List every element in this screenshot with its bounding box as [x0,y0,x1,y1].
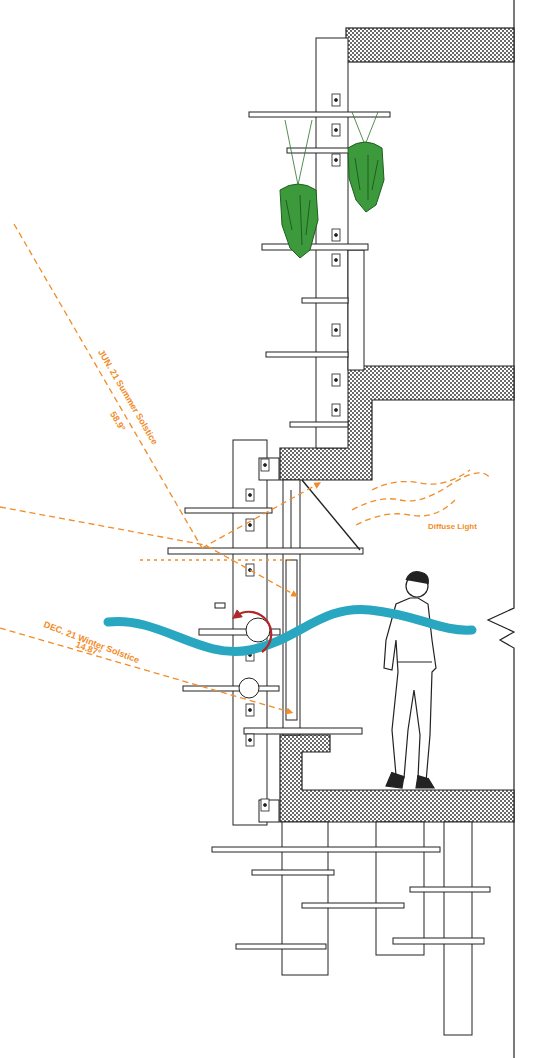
annotation-label: 58.9° [108,410,126,433]
bolt [264,804,267,807]
bolt-plate [332,229,340,241]
bolt-plate [246,564,254,576]
bolt [335,259,338,262]
annotation-label: Diffuse Light [428,523,477,531]
bolt-plate [332,404,340,416]
bolt-plate [246,704,254,716]
bolt-plate [246,489,254,501]
annotation-label: JUN. 21 Summer Solstice [96,348,159,446]
bolt-plate [261,799,269,811]
bolt-plate [332,374,340,386]
bolt [335,129,338,132]
annotation-label: DEC. 21 Winter Solstice [42,620,140,665]
bolt [264,464,267,467]
bolt-plate [332,94,340,106]
bolt [335,379,338,382]
bolt [249,739,252,742]
bolt [249,494,252,497]
bolt [249,709,252,712]
bolt-plate [246,734,254,746]
bolt [335,99,338,102]
bolt [335,234,338,237]
bolt-plate [261,459,269,471]
bolt-plate [332,324,340,336]
bolt-plate [332,124,340,136]
bolt [249,524,252,527]
bolt-plate [332,254,340,266]
bolt [335,409,338,412]
bolt-plate [332,154,340,166]
bolt [335,159,338,162]
bolt [335,329,338,332]
